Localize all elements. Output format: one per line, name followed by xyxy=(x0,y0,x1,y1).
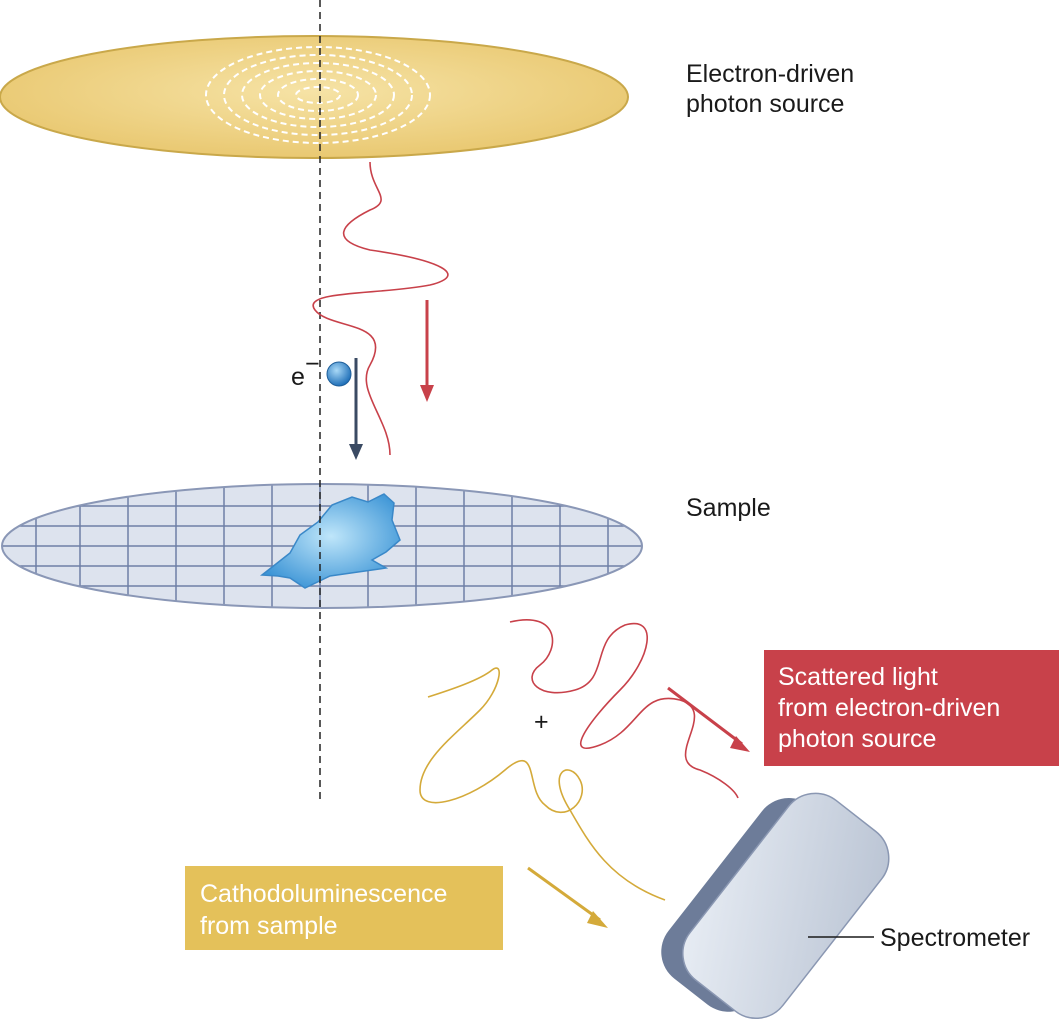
plus-sign: + xyxy=(534,708,549,736)
scattered-light-box: Scattered light from electron-driven pho… xyxy=(764,650,1059,766)
photon-source-disk xyxy=(0,35,629,159)
source-grating-pattern xyxy=(205,46,431,144)
spectrometer-label: Spectrometer xyxy=(880,924,1030,952)
electron-charge: − xyxy=(305,350,320,378)
scattered-box-line2: from electron-driven xyxy=(778,694,1000,722)
source-label-line1: Electron-driven xyxy=(686,60,854,88)
scattered-light-wave xyxy=(509,619,739,799)
source-label-line2: photon source xyxy=(686,90,844,118)
scattered-arrow xyxy=(667,686,743,746)
cathodo-arrowhead xyxy=(587,911,608,928)
cathodo-arrow xyxy=(527,866,601,922)
cathodo-box-line1: Cathodoluminescence xyxy=(200,880,447,908)
cathodo-box-line2: from sample xyxy=(200,912,338,940)
photon-wave-incident xyxy=(312,161,449,456)
scattered-box-line1: Scattered light xyxy=(778,663,938,691)
electron-label: e xyxy=(291,363,305,391)
cathodoluminescence-wave xyxy=(419,667,666,901)
scattered-arrowhead xyxy=(730,736,750,752)
sample-label: Sample xyxy=(686,494,771,522)
scattered-box-line3: photon source xyxy=(778,725,936,753)
electron-arrowhead xyxy=(349,444,363,460)
cathodoluminescence-box: Cathodoluminescence from sample xyxy=(185,866,503,950)
incident-arrowhead xyxy=(420,385,434,402)
spectrometer xyxy=(661,792,890,1019)
electron xyxy=(326,361,352,387)
